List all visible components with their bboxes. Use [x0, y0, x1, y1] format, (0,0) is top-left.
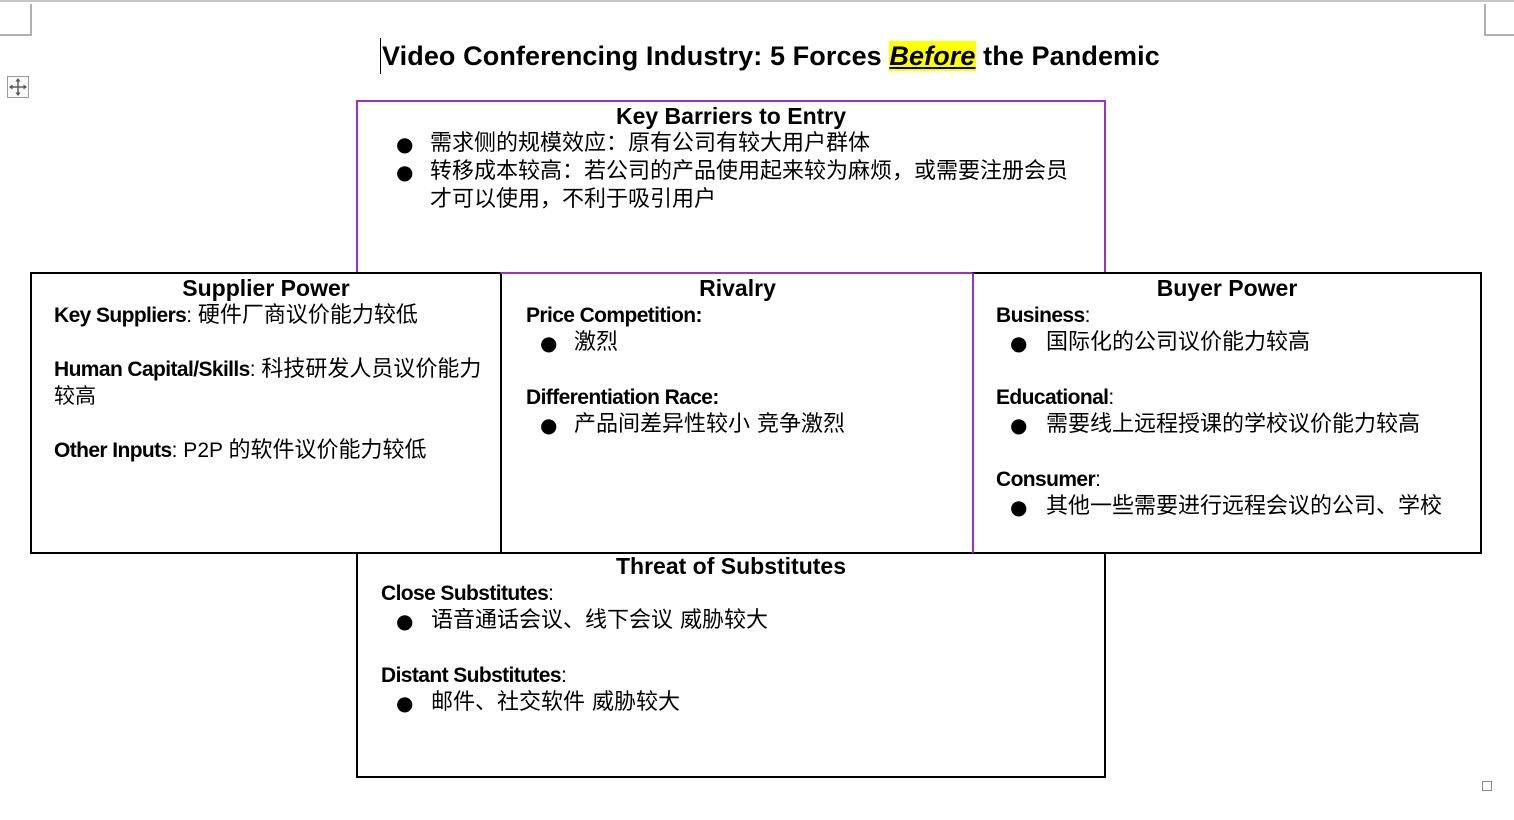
table-move-handle[interactable] [7, 76, 29, 98]
human-capital-line-continued: 较高 [54, 384, 96, 408]
list-item: ●其他一些需要进行远程会议的公司、学校 [1010, 494, 1443, 519]
close-substitutes-label: Close Substitutes: [381, 582, 555, 605]
page-corner-top-right [1484, 4, 1514, 36]
cell-barriers-to-entry[interactable]: Key Barriers to Entry ●需求侧的规模效应：原有公司有较大用… [356, 100, 1106, 274]
substitutes-heading: Threat of Substitutes [615, 553, 846, 579]
list-item: ●需求侧的规模效应：原有公司有较大用户群体 [396, 131, 871, 156]
buyer-heading: Buyer Power [1156, 275, 1298, 301]
cell-supplier-power[interactable]: Supplier Power Key Suppliers: 硬件厂商议价能力较低… [30, 272, 502, 554]
rivalry-heading: Rivalry [699, 275, 776, 301]
title-text-after: the Pandemic [975, 41, 1160, 71]
page-corner-top-left [0, 4, 32, 36]
key-suppliers-line: Key Suppliers: 硬件厂商议价能力较低 [54, 303, 418, 328]
document-title[interactable]: Video Conferencing Industry: 5 Forces Be… [382, 38, 1160, 74]
consumer-label: Consumer: [996, 468, 1101, 491]
other-inputs-line: Other Inputs: P2P 的软件议价能力较低 [54, 438, 427, 463]
business-label: Business: [996, 304, 1091, 327]
differentiation-race-label: Differentiation Race: [526, 386, 719, 409]
distant-substitutes-label: Distant Substitutes: [381, 664, 567, 687]
price-competition-label: Price Competition: [526, 304, 702, 327]
list-item: ●国际化的公司议价能力较高 [1010, 330, 1311, 355]
ruler-line [0, 0, 1514, 2]
move-arrows-icon [9, 78, 27, 96]
table-resize-handle[interactable] [1482, 781, 1492, 791]
cell-threat-of-substitutes[interactable]: Threat of Substitutes Close Substitutes:… [356, 552, 1106, 778]
cell-buyer-power[interactable]: Buyer Power Business: ●国际化的公司议价能力较高 Educ… [972, 272, 1482, 554]
educational-label: Educational: [996, 386, 1115, 409]
list-item: ●产品间差异性较小 竞争激烈 [540, 412, 845, 437]
list-item: ●需要线上远程授课的学校议价能力较高 [1010, 412, 1421, 437]
list-item-continuation: 才可以使用，不利于吸引用户 [430, 187, 717, 212]
list-item: ●转移成本较高：若公司的产品使用起来较为麻烦，或需要注册会员 [396, 159, 1069, 184]
title-text-before: Video Conferencing Industry: 5 Forces [382, 41, 890, 71]
list-item: ●激烈 [540, 330, 619, 355]
supplier-heading: Supplier Power [182, 275, 350, 301]
list-item: ●语音通话会议、线下会议 威胁较大 [396, 608, 768, 633]
barriers-heading: Key Barriers to Entry [615, 103, 847, 129]
title-highlight-before: Before [889, 41, 976, 71]
list-item: ●邮件、社交软件 威胁较大 [396, 690, 680, 715]
text-cursor [380, 38, 381, 74]
cell-rivalry[interactable]: Rivalry Price Competition: ●激烈 Different… [500, 272, 974, 554]
human-capital-line: Human Capital/Skills: 科技研发人员议价能力 [54, 357, 482, 382]
